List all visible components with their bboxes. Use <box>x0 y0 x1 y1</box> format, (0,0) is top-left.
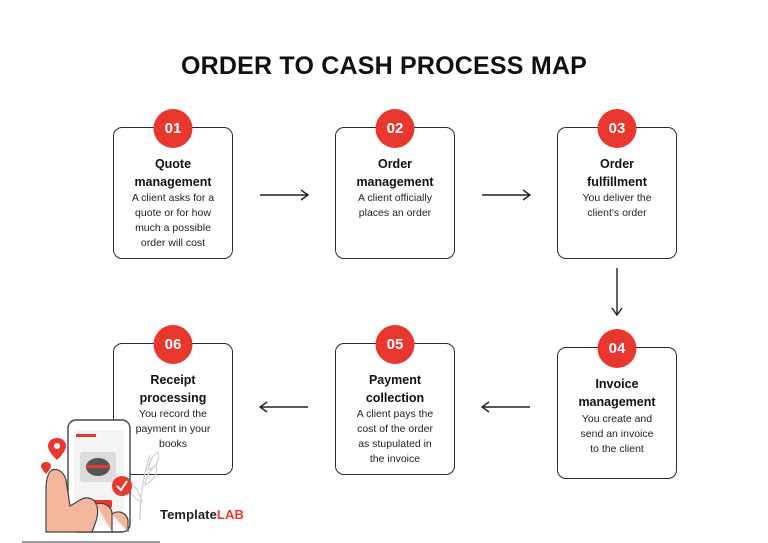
arrow-left-icon <box>480 401 530 413</box>
step-number-badge: 06 <box>153 325 193 364</box>
location-pin-icon <box>41 462 51 474</box>
phone-hand-illustration <box>22 419 160 543</box>
arrow-right-icon <box>482 189 532 201</box>
step-number-badge: 05 <box>375 325 415 364</box>
templatelab-logo: TemplateLAB <box>160 507 244 522</box>
plant-leaves-icon <box>128 451 160 521</box>
arrow-left-icon <box>258 401 308 413</box>
step-number-badge: 04 <box>597 329 637 368</box>
step-number-badge: 02 <box>375 109 415 148</box>
checkmark-icon <box>112 476 132 496</box>
step-number-badge: 03 <box>597 109 637 148</box>
page-title: ORDER TO CASH PROCESS MAP <box>181 52 587 80</box>
arrow-down-icon <box>611 268 623 317</box>
step-number-badge: 01 <box>153 109 193 148</box>
arrow-right-icon <box>260 189 310 201</box>
